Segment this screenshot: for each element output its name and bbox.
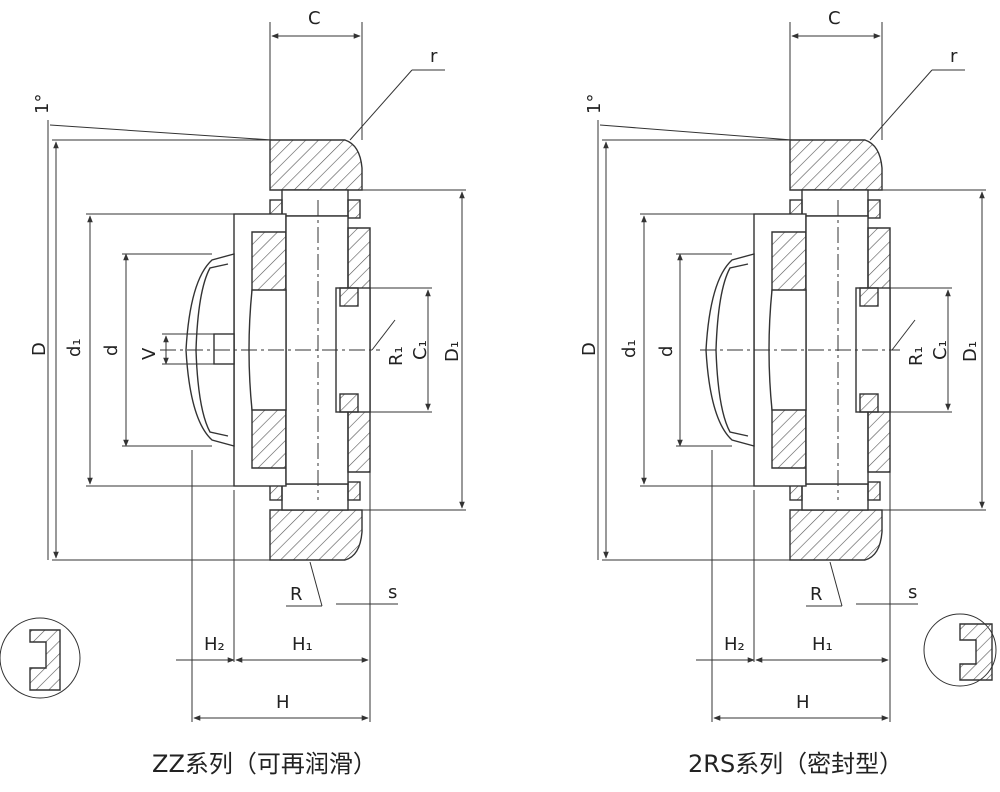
zz-label-r: r — [430, 46, 438, 67]
rs-label-d1: d₁ — [619, 339, 640, 358]
zz-detail-circle — [0, 617, 81, 699]
rs-outer-ring-top — [789, 139, 883, 191]
rs-thread-seal-bottom — [859, 393, 879, 413]
rs-seal-bottom-right — [867, 481, 881, 501]
rs-view — [597, 22, 997, 722]
rs-label-H2: H₂ — [724, 634, 745, 655]
rs-label-d: d — [656, 346, 677, 357]
rs-labels: C r 1° D d₁ d R₁ C₁ D₁ R s H₂ H₁ H 2RS系列… — [579, 8, 981, 778]
rs-seal-top-right — [867, 199, 881, 219]
zz-label-C: C — [308, 8, 321, 29]
rs-label-H: H — [796, 692, 810, 713]
zz-label-angle: 1° — [32, 94, 53, 114]
zz-outer-ring-top — [269, 139, 363, 191]
rs-label-r: r — [950, 46, 958, 67]
zz-label-R1: R₁ — [386, 346, 407, 366]
zz-labels: C r 1° D d₁ d V R₁ C₁ D₁ R s H₂ H₁ H ZZ系… — [29, 8, 463, 778]
zz-thread-seal-bottom — [339, 393, 359, 413]
zz-caption: ZZ系列（可再润滑） — [152, 750, 377, 778]
zz-leader-R1 — [371, 319, 396, 351]
zz-thread-seal-top — [339, 287, 359, 307]
rs-label-C: C — [828, 8, 841, 29]
zz-roller-bottom — [281, 483, 349, 511]
rs-label-R1: R₁ — [906, 346, 927, 366]
rs-outer-ring-bottom — [789, 509, 883, 561]
zz-label-D1: D₁ — [442, 341, 463, 362]
zz-view — [0, 22, 466, 722]
zz-leader-R — [309, 561, 323, 607]
zz-angle-line — [49, 124, 273, 141]
zz-roller-top — [281, 189, 349, 217]
rs-detail-seal — [959, 623, 993, 681]
rs-roller-top — [801, 189, 869, 217]
rs-roller-bottom — [801, 483, 869, 511]
rs-angle-line — [599, 124, 793, 141]
zz-label-H1: H₁ — [292, 634, 313, 655]
rs-label-s: s — [908, 582, 917, 603]
rs-detail-circle — [923, 613, 997, 687]
zz-collar — [248, 289, 287, 411]
zz-label-H2: H₂ — [204, 634, 225, 655]
zz-label-C1: C₁ — [410, 340, 431, 360]
zz-seal-top-right — [347, 199, 361, 219]
rs-label-D: D — [579, 342, 600, 356]
zz-label-V: V — [139, 347, 160, 360]
zz-label-s: s — [388, 582, 397, 603]
zz-label-d1: d₁ — [64, 338, 85, 357]
zz-seal-bottom-right — [347, 481, 361, 501]
zz-leader-r — [349, 69, 413, 141]
zz-label-R: R — [290, 584, 303, 605]
rs-label-D1: D₁ — [960, 341, 981, 362]
rs-leader-r — [869, 69, 933, 141]
zz-label-d: d — [101, 345, 122, 356]
rs-caption: 2RS系列（密封型） — [688, 750, 903, 778]
zz-outer-ring-bottom — [269, 509, 363, 561]
rs-leader-R1 — [891, 319, 916, 351]
rs-thread-seal-top — [859, 287, 879, 307]
rs-label-C1: C₁ — [930, 340, 951, 360]
zz-label-D: D — [29, 342, 50, 356]
rs-leader-R — [829, 561, 843, 607]
rs-label-H1: H₁ — [812, 634, 833, 655]
zz-detail-seal — [29, 629, 61, 691]
rs-label-R: R — [810, 584, 823, 605]
rs-label-angle: 1° — [584, 94, 605, 114]
zz-grease-nipple — [213, 333, 235, 365]
zz-label-H: H — [276, 692, 290, 713]
